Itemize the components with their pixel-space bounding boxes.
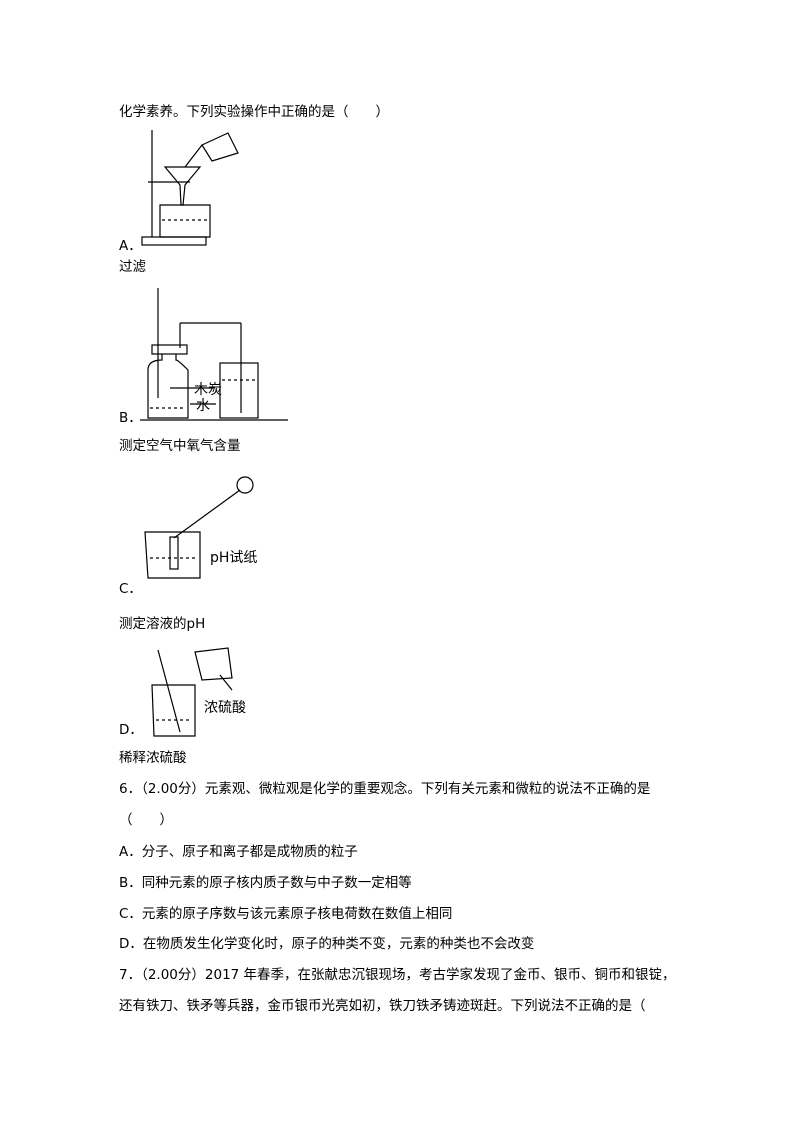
q6-option-d: D．在物质发生化学变化时，原子的种类不变，元素的种类也不会改变 <box>119 936 535 952</box>
ph-paper-label: pH试纸 <box>210 550 257 566</box>
concentrated-acid-label: 浓硫酸 <box>204 700 246 716</box>
q6-option-c: C．元素的原子序数与该元素原子核电荷数在数值上相同 <box>119 906 453 922</box>
option-b-letter: B． <box>119 410 142 426</box>
option-d-letter: D． <box>119 722 143 738</box>
q7-line2: 还有铁刀、铁矛等兵器，金币银币光亮如初，铁刀铁矛铸迹斑赶。下列说法不正确的是（ <box>119 998 646 1014</box>
q6-option-b: B．同种元素的原子核内质子数与中子数一定相等 <box>119 875 412 891</box>
option-c-letter: C． <box>119 581 142 597</box>
q6-paren: （ ） <box>119 812 173 828</box>
option-b-caption: 测定空气中氧气含量 <box>119 438 241 454</box>
filtration-figure <box>141 130 239 246</box>
q6-stem: 6．（2.00分）元素观、微粒观是化学的重要观念。下列有关元素和微粒的说法不正确… <box>119 781 651 797</box>
option-d-caption: 稀释浓硫酸 <box>119 750 187 766</box>
option-a-letter: A． <box>119 238 142 254</box>
option-c-caption: 测定溶液的pH <box>119 616 206 632</box>
ph-figure: pH试纸 <box>144 476 257 579</box>
q7-line1: 7．（2.00分）2017 年春季，在张献忠沉银现场，考古学家发现了金币、银币、… <box>119 967 676 983</box>
option-a-caption: 过滤 <box>119 259 146 275</box>
q6-option-a: A．分子、原子和离子都是成物质的粒子 <box>119 844 358 860</box>
dilute-acid-figure: 浓硫酸 <box>151 647 246 737</box>
oxygen-content-figure: 木炭水 <box>140 288 288 421</box>
water-label: 水 <box>196 398 210 414</box>
q5-stem: 化学素养。下列实验操作中正确的是（ ） <box>119 104 389 120</box>
charcoal-label: 木炭 <box>194 382 222 398</box>
